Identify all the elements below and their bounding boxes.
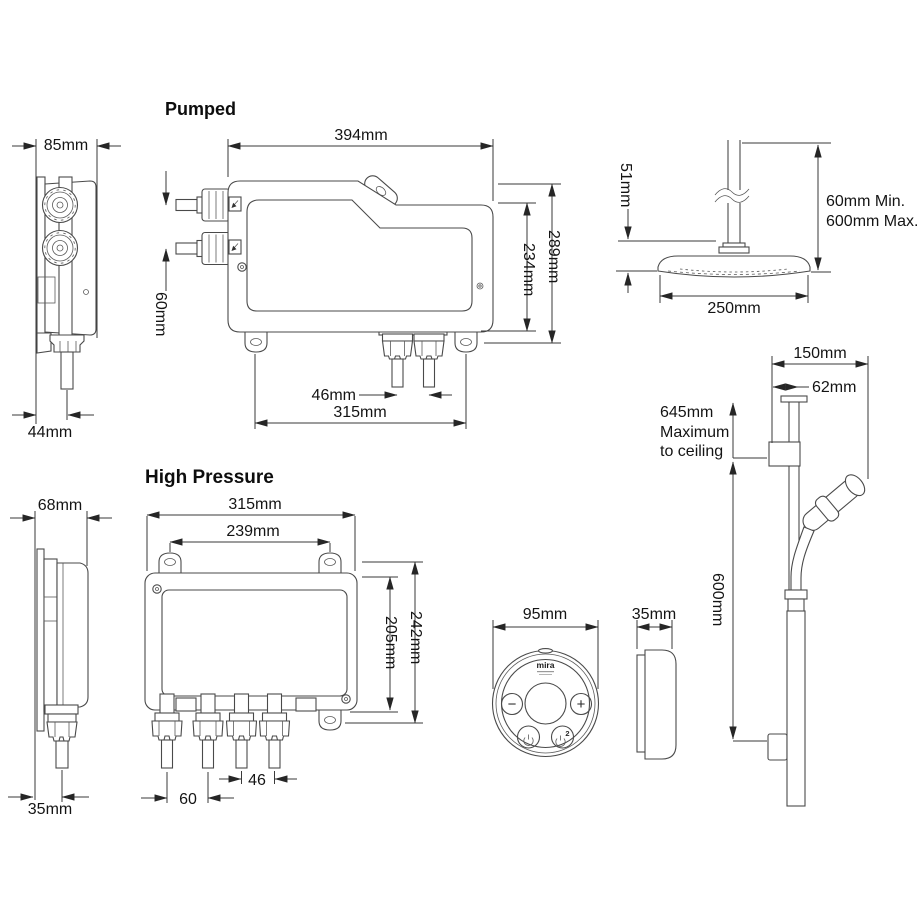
dim-pumped-fixing-centres: 315mm xyxy=(333,404,386,421)
dim-rail-wall-offset: 150mm xyxy=(793,345,846,362)
pumped-title: Pumped xyxy=(165,99,236,119)
screw-icon xyxy=(237,262,247,272)
dim-pumped-side-outlet: 44mm xyxy=(28,424,72,441)
pumped-inlet-1 xyxy=(175,188,231,222)
dim-hp-outlet-spacing-b: 46 xyxy=(248,772,266,789)
hp-side-view: 68mm 35mm xyxy=(8,497,112,818)
controller-display xyxy=(524,682,567,725)
pumped-outlet-2 xyxy=(413,333,445,388)
dim-hp-height-inner: 205mm xyxy=(382,616,399,669)
pumped-fixing-tab-right xyxy=(454,331,478,353)
inlet-union-bottom xyxy=(41,229,79,267)
dim-pumped-side-width: 85mm xyxy=(44,137,88,154)
rail-top-bracket xyxy=(768,441,801,467)
dim-controller-depth: 35mm xyxy=(632,606,676,623)
flow-arrow-box-2 xyxy=(228,239,242,255)
dim-hp-height-outer: 242mm xyxy=(407,611,424,664)
overhead-shower-view: 51mm 60mm Min. 600mm Max. 250mm xyxy=(616,140,918,317)
shower-head xyxy=(657,255,811,278)
inlet-union-top xyxy=(41,186,79,224)
pumped-cover-panel xyxy=(246,199,473,312)
brand-logo: mira xyxy=(537,660,555,670)
hp-fixing-tab-right xyxy=(318,552,342,574)
dim-controller-diameter: 95mm xyxy=(523,606,567,623)
dim-pumped-height-outer: 289mm xyxy=(545,230,562,283)
dim-hp-width: 315mm xyxy=(228,496,281,513)
hp-fixing-tab-bottom xyxy=(318,709,342,731)
power-button-2 xyxy=(550,725,575,749)
pumped-fixing-tab-left xyxy=(244,331,268,353)
handset xyxy=(802,474,866,531)
dim-rail-bracket-offset: 62mm xyxy=(812,379,856,396)
plus-icon: + xyxy=(577,696,586,713)
flow-arrow-box-1 xyxy=(228,196,242,212)
rail-bottom-bracket xyxy=(767,733,788,761)
dim-pumped-height-inner: 234mm xyxy=(520,243,537,296)
hp-body-outline xyxy=(144,572,358,711)
dim-drop-max: 600mm Max. xyxy=(826,213,918,230)
pumped-side-view: 85mm 44mm xyxy=(12,137,121,441)
dim-pumped-width: 394mm xyxy=(334,127,387,144)
pumped-outlet-1 xyxy=(381,333,414,388)
minus-button xyxy=(500,692,524,716)
dim-ceiling-max-2: Maximum xyxy=(660,424,729,441)
hose-ribbed xyxy=(786,610,806,807)
slide-rail-view: 150mm 62mm 645mm Maximum to ceiling 600m… xyxy=(660,345,869,807)
outlet-2-badge: 2 xyxy=(565,729,569,738)
dim-head-diameter: 250mm xyxy=(707,300,760,317)
dim-pumped-outlet-spacing: 46mm xyxy=(312,387,356,404)
hose-curve xyxy=(790,526,815,593)
pumped-inlet-2 xyxy=(175,231,231,266)
dim-hp-side-outlet: 35mm xyxy=(28,801,72,818)
dim-drop-min: 60mm Min. xyxy=(826,193,905,210)
dim-head-drop: 51mm xyxy=(617,163,634,207)
pipe-break-icon xyxy=(714,188,750,196)
controller-front-view: mira − + 2 95mm xyxy=(491,606,600,758)
dim-pumped-inlet-spacing: 60mm xyxy=(152,292,169,336)
dim-hp-fixing-centres: 239mm xyxy=(226,523,279,540)
pumped-body-outline xyxy=(227,180,494,333)
dim-ceiling-max-1: 645mm xyxy=(660,404,713,421)
minus-icon: − xyxy=(508,696,517,713)
hp-title: High Pressure xyxy=(145,467,274,488)
dim-hp-outlet-spacing-a: 60 xyxy=(179,791,197,808)
power-button-1 xyxy=(516,725,541,749)
hp-fixing-tab-left xyxy=(158,552,182,574)
dim-rail-length: 600mm xyxy=(709,573,726,626)
hp-cover-panel xyxy=(161,589,348,697)
plus-button xyxy=(569,692,593,716)
rail-ceiling-flange xyxy=(780,395,808,403)
pumped-front-view: Pumped 394mm 289mm 234mm 60mm 46mm 315mm xyxy=(152,99,562,429)
dim-hp-side-width: 68mm xyxy=(38,497,82,514)
hp-front-view: High Pressure 315mm 239mm 205mm 242mm 60… xyxy=(141,467,424,808)
screw-icon xyxy=(341,694,351,704)
controller-side-view: 35mm xyxy=(632,606,677,760)
dim-ceiling-max-3: to ceiling xyxy=(660,443,723,460)
screw-icon xyxy=(152,584,162,594)
